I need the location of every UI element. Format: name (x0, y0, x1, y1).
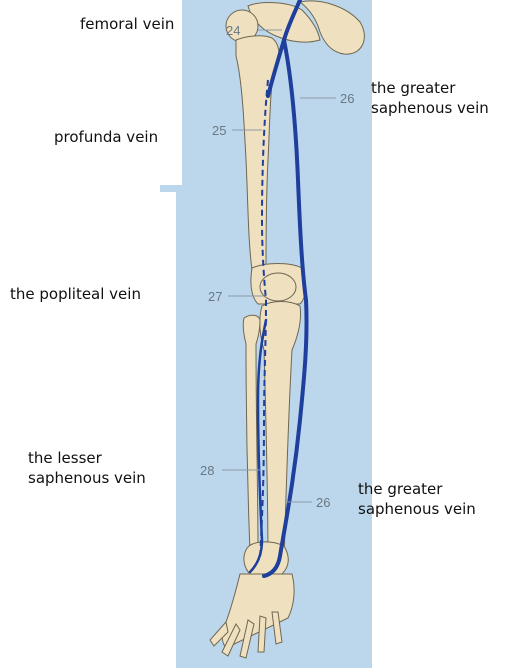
label-greater-saphenous-lower: the greater saphenous vein (358, 479, 476, 519)
label-greater-saphenous-upper-line1: the greater (371, 78, 489, 98)
number-26-lower: 26 (316, 495, 330, 510)
label-lesser-saphenous-line2: saphenous vein (28, 468, 146, 488)
label-profunda-vein: profunda vein (54, 127, 158, 147)
label-lesser-saphenous-line1: the lesser (28, 448, 146, 468)
label-femoral-vein: femoral vein (80, 14, 174, 34)
label-greater-saphenous-upper-line2: saphenous vein (371, 98, 489, 118)
label-greater-saphenous-lower-line2: saphenous vein (358, 499, 476, 519)
label-lesser-saphenous: the lesser saphenous vein (28, 448, 146, 488)
number-24: 24 (226, 23, 240, 38)
number-28: 28 (200, 463, 214, 478)
label-greater-saphenous-lower-line1: the greater (358, 479, 476, 499)
number-26-upper: 26 (340, 91, 354, 106)
label-greater-saphenous-upper: the greater saphenous vein (371, 78, 489, 118)
number-27: 27 (208, 289, 222, 304)
number-25: 25 (212, 123, 226, 138)
knee-joint (251, 264, 306, 305)
label-popliteal-vein: the popliteal vein (10, 284, 141, 304)
